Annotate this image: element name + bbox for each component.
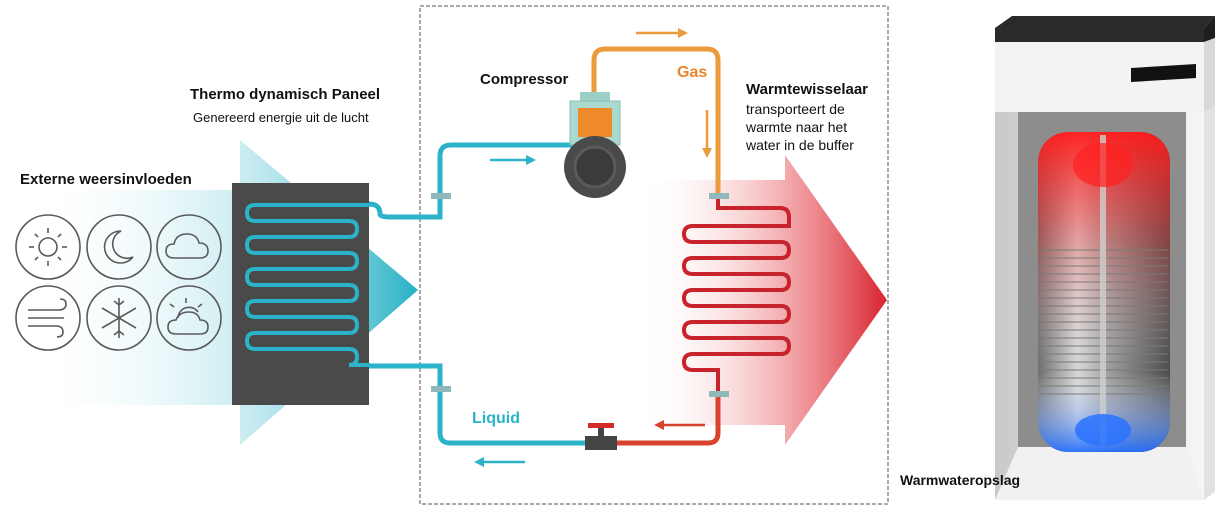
compressor-label: Compressor [480, 71, 569, 88]
heat-exchanger-desc-line: warmte naar het [746, 119, 848, 135]
suction-pipe [368, 142, 580, 220]
flow-arrow-gas [636, 28, 688, 38]
heat-exchanger-description: transporteert de warmte naar het water i… [746, 100, 854, 154]
pipe-connector [431, 386, 451, 392]
moon-icon [86, 214, 152, 280]
pipe-connector [431, 193, 451, 199]
panel-title: Thermo dynamisch Paneel [190, 86, 381, 103]
heat-flow-arrow [640, 155, 887, 445]
pipe-connector [709, 193, 729, 199]
compressor [564, 92, 626, 198]
storage-label: Warmwateropslag [900, 472, 1021, 488]
gas-pipe [591, 46, 721, 197]
heat-exchanger-desc-line: transporteert de [746, 101, 845, 117]
cloud-icon [156, 214, 222, 280]
external-influences-label: Externe weersinvloeden [20, 171, 192, 188]
flow-arrow-down [702, 110, 712, 158]
flow-arrow-suction [490, 155, 536, 165]
snowflake-icon [86, 285, 152, 351]
flow-arrow-return [654, 420, 705, 430]
gas-label: Gas [677, 64, 708, 81]
flow-arrow-liquid [474, 457, 525, 467]
liquid-pipe [369, 363, 600, 446]
expansion-valve [585, 423, 617, 450]
pipe-connector [709, 391, 729, 397]
panel-coil [244, 203, 370, 367]
sun-icon [15, 214, 81, 280]
liquid-label: Liquid [472, 410, 520, 427]
panel-subtitle: Genereerd energie uit de lucht [193, 110, 369, 125]
heat-exchanger-title: Warmtewisselaar [746, 81, 869, 98]
heat-exchanger-desc-line: water in de buffer [746, 137, 854, 153]
thermo-panel [232, 183, 369, 405]
wind-icon [15, 285, 81, 351]
sun-cloud-icon [156, 285, 222, 351]
return-pipe [600, 393, 721, 446]
system-border [419, 5, 889, 505]
water-storage-tank [995, 16, 1215, 500]
condenser-coil [681, 197, 792, 393]
